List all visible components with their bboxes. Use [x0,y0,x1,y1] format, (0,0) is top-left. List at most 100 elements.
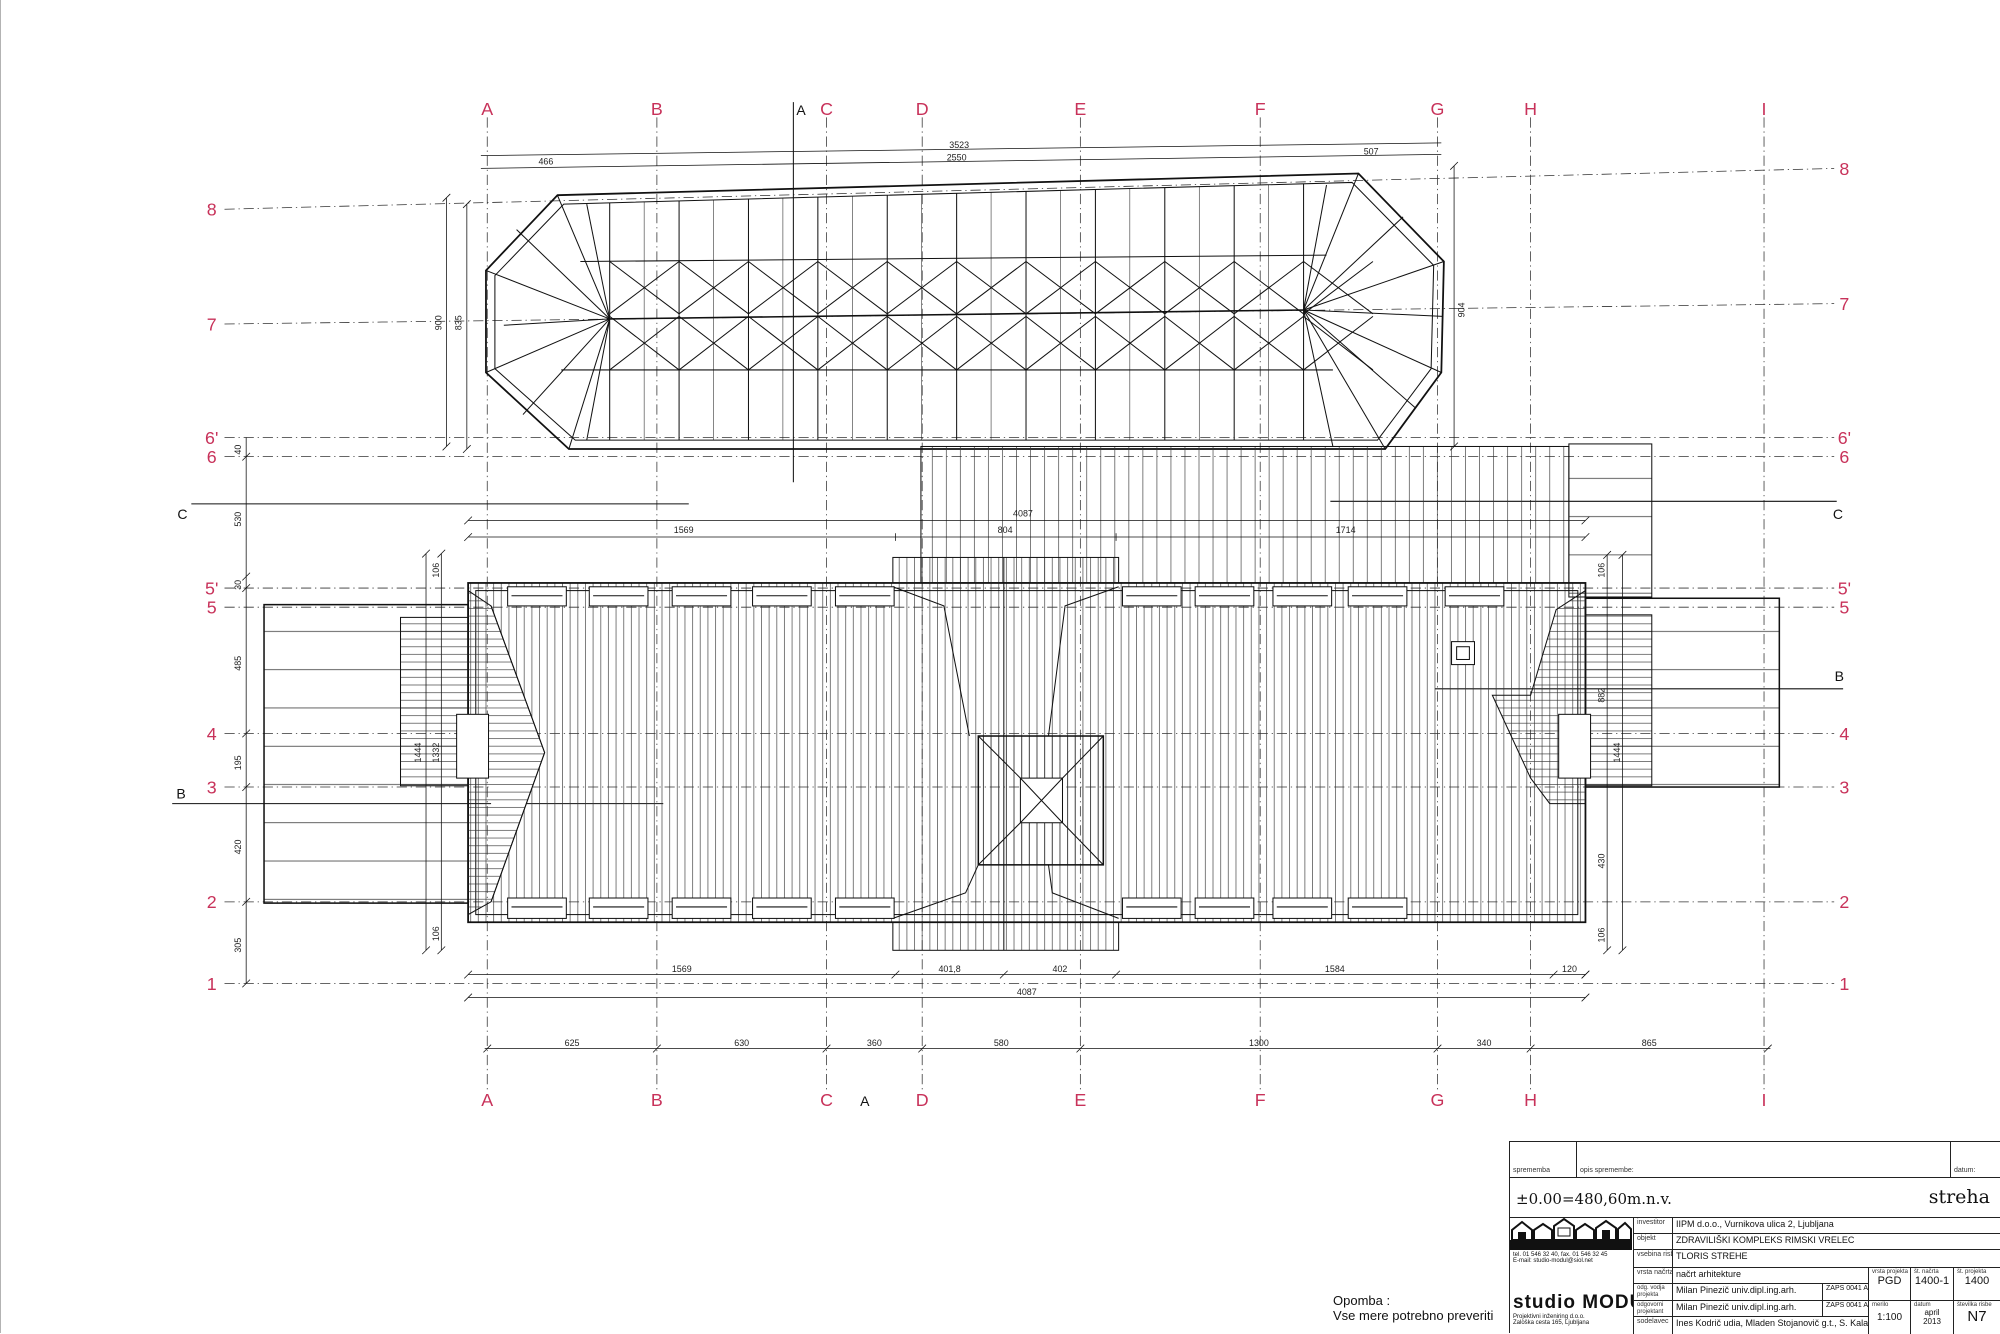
dormers [507,586,1505,919]
grid-row-label-left: 5' [205,578,218,598]
dim-bottom-chain-3: 1584 [1325,964,1345,974]
dim-right-882: 882 [1597,688,1607,703]
dimension-tick [242,452,251,461]
dim-axis-4: 1300 [1249,1038,1269,1048]
dormer-bottom [1121,897,1182,919]
sheet-number: N7 [1967,1308,1987,1325]
title-block: sprememba opis spremembe: datum: ±0.00=4… [1509,1141,2000,1334]
dim-bottom-total: 4087 [1017,987,1037,997]
plan-type-label: vrsta načrta [1634,1268,1673,1284]
dimension-tick [1618,550,1627,559]
content-value: TLORIS STREHE [1673,1250,2000,1268]
scale-label: merilo [1872,1302,1889,1308]
company-logo-houses [1510,1218,1632,1250]
brace [748,315,819,371]
plan-number-value: 1400-1 [1914,1275,1950,1287]
dim-top-total: 3523 [949,140,969,150]
note-title: Opomba : [1333,1293,1391,1308]
dim-left-4: 195 [233,755,243,770]
sheet-label: številka risbe [1957,1302,1992,1308]
plan-number-cell: št. načrta 1400-1 [1911,1268,1954,1301]
dimension-tick [1581,532,1590,542]
upper-roof-inner [494,181,1435,441]
gable-hip-right [1047,586,1119,737]
dim-right-106-bottom: 106 [1597,928,1607,943]
grid-column-label-top: I [1762,99,1767,119]
dimension-tick [1549,970,1558,979]
section-marker-A: A [860,1093,870,1109]
project-type-value: PGD [1877,1275,1902,1287]
hip-rafter [1303,173,1359,311]
dim-left-106-bottom: 106 [431,926,441,941]
brace [1303,261,1374,315]
dim-axis-5: 340 [1477,1038,1492,1048]
dim-left-5: 420 [233,840,243,855]
company-email: E-mail: studio-modul@siol.net [1513,1258,1593,1264]
dimension-tick [1076,1044,1085,1053]
dim-left-1444: 1444 [413,743,423,763]
hip-rafter [1303,309,1334,447]
brace [678,315,749,371]
note-text: Vse mere potrebno preveriti [1333,1308,1494,1323]
grid-row-label-left: 1 [207,974,217,994]
hip-rafter [586,204,611,320]
roof-hatch [1451,641,1475,666]
project-lead-label: odg. vodja projekta [1634,1284,1673,1301]
change-description-label: opis spremembe: [1577,1166,1951,1178]
grid-column-label-bottom: B [651,1090,663,1110]
plan-number-label: št. načrta [1914,1269,1939,1275]
dormer-bottom [752,897,812,919]
right-skylight [1558,713,1592,779]
hip-rafter [1303,309,1443,317]
responsible-designer-value: Milan Pinezič univ.dipl.ing.arh. [1673,1301,1823,1317]
dim-upper-835: 835 [454,315,464,330]
brace [678,261,749,315]
dim-middle-1714: 1714 [1336,525,1356,535]
brace [1164,315,1235,371]
dimension-tick [1111,970,1121,979]
scale-cell: merilo 1:100 [1869,1301,1911,1334]
grid-row-label-left: 7 [207,314,217,334]
grid-row-label-left: 6 [207,447,217,467]
dormer-top [834,586,895,607]
front-gable [892,556,1120,584]
hip-rafter [485,269,610,320]
dim-left-106-top: 106 [431,563,441,578]
project-lead-code: ZAPS 0041 A [1823,1284,1869,1301]
brace [1233,261,1304,315]
section-marker-C: C [1833,506,1843,522]
dim-top-main: 2550 [947,153,967,163]
brace [1164,261,1235,315]
purlin [580,254,1327,263]
company-phone: tel. 01 546 32 40, fax. 01 546 32 45 [1513,1252,1608,1258]
brace [609,315,680,371]
grid-row-label-left: 3 [207,777,217,797]
dimension-tick [1618,946,1627,955]
building-roof [263,172,1781,951]
dormer-top [1272,586,1333,607]
dim-left-0: 40 [233,445,243,455]
dormer-bottom [1272,897,1333,919]
gable-hip-left [892,586,970,737]
date-label: datum: [1951,1166,2000,1178]
back-gable [892,921,1120,951]
gable-hip-left-bottom [892,864,979,919]
drawing-name: streha [1810,1178,2000,1218]
dormer-top [588,586,649,607]
gable-hip-right-bottom [1047,864,1119,919]
dim-bottom-chain-4: 120 [1562,964,1577,974]
grid-row-label-right: 5' [1838,578,1851,598]
grid-row-label-right: 7 [1839,294,1849,314]
dimension-tick [242,729,251,738]
dimension-tick [242,979,251,988]
brace [1303,315,1374,371]
dim-axis-6: 865 [1642,1038,1657,1048]
project-type-label: vrsta projekta [1872,1269,1909,1275]
responsible-designer-label: odgovorni projektant [1634,1301,1673,1317]
collaborator-value: Ines Kodrič udia, Mladen Stojanovič g.t.… [1673,1317,1869,1334]
grid-column-label-top: F [1255,99,1266,119]
grid-column-label-top: A [481,99,493,119]
brace [1095,261,1166,315]
grid-row-line [224,168,1835,210]
